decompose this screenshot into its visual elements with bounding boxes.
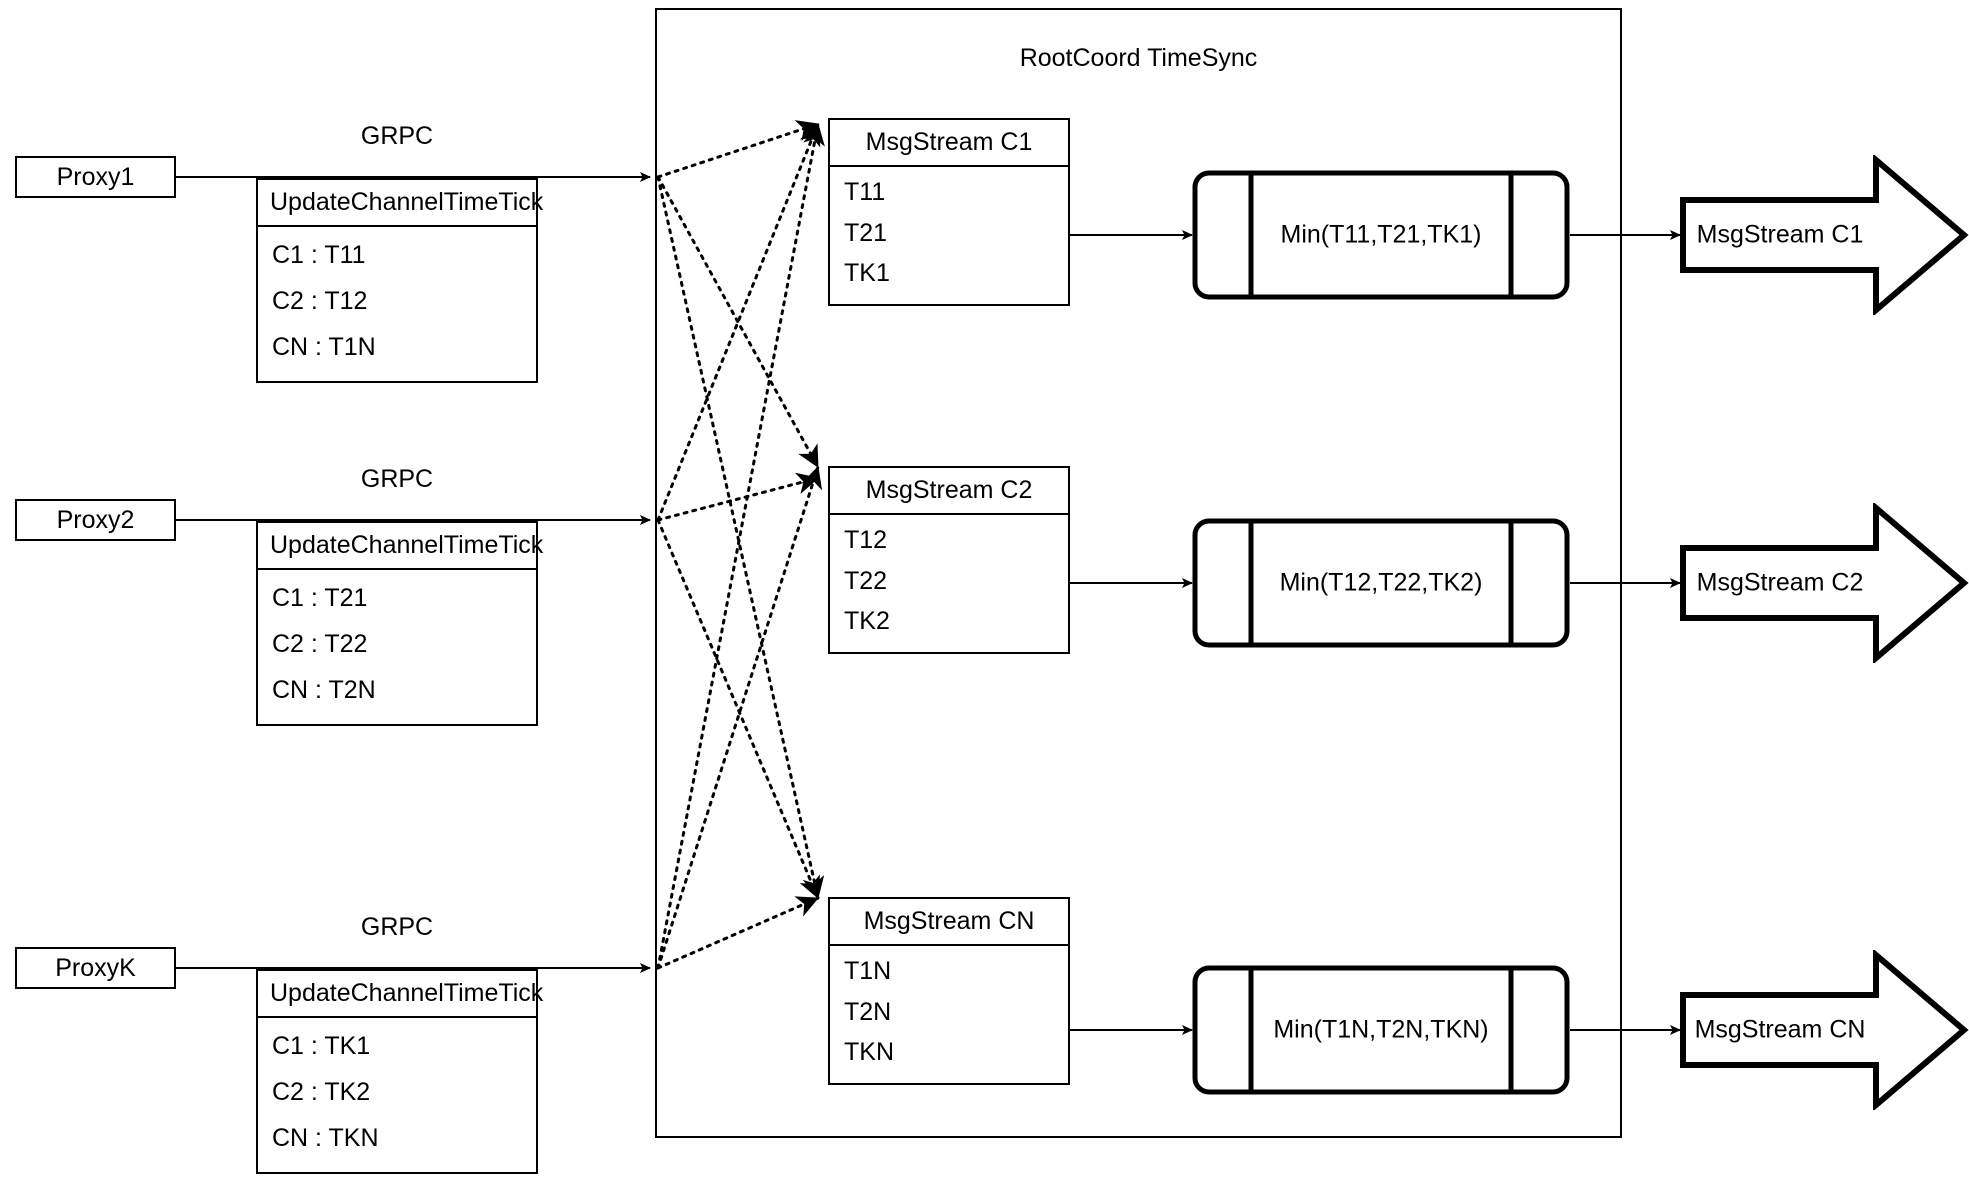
process-label: Min(T12,T22,TK2) <box>1279 568 1483 597</box>
request-header: UpdateChannelTimeTick <box>258 180 543 227</box>
request-entry: C2 : T22 <box>272 630 368 659</box>
msgstream-entry: T21 <box>844 218 888 247</box>
rootcoord-timesync-title: RootCoord TimeSync <box>1019 44 1258 72</box>
msgstream-body: T11 T21 TK1 <box>830 167 1068 304</box>
output-arrow-row-3: MsgStream CN <box>1680 948 1969 1112</box>
block-arrow-shape <box>1680 153 1969 317</box>
process-box-row-1: Min(T11,T21,TK1) <box>1192 170 1570 300</box>
msgstream-entry: T12 <box>844 526 888 555</box>
block-arrow-shape <box>1680 501 1969 665</box>
fanout-dotted-connectors <box>656 120 825 970</box>
output-label: MsgStream CN <box>1694 1015 1866 1044</box>
msgstream-entry: T1N <box>844 957 892 986</box>
edge-p2-c2 <box>656 472 820 522</box>
request-entry: CN : T1N <box>272 333 376 362</box>
msgstream-box-row-3: MsgStream CN T1N T2N TKN <box>828 897 1070 1085</box>
request-box-row-1: UpdateChannelTimeTick C1 : T11 C2 : T12 … <box>256 178 543 383</box>
request-header: UpdateChannelTimeTick <box>258 971 543 1018</box>
request-entry: C1 : T21 <box>272 584 368 613</box>
proxy-label: ProxyK <box>55 953 136 982</box>
msgstream-body: T12 T22 TK2 <box>830 515 1068 652</box>
proxy-box-row-2[interactable]: Proxy2 <box>15 499 176 541</box>
process-label: Min(T11,T21,TK1) <box>1280 220 1482 249</box>
request-box-row-3: UpdateChannelTimeTick C1 : TK1 C2 : TK2 … <box>256 969 543 1174</box>
output-label: MsgStream C1 <box>1696 220 1864 249</box>
request-body: C1 : T21 C2 : T22 CN : T2N <box>258 570 536 724</box>
output-arrow-row-2: MsgStream C2 <box>1680 501 1969 665</box>
msgstream-entry: TK2 <box>844 607 890 636</box>
request-body: C1 : TK1 C2 : TK2 CN : TKN <box>258 1018 536 1172</box>
process-shape <box>1192 170 1570 300</box>
edge-p2-c1 <box>656 122 821 522</box>
grpc-label-row-1: GRPC <box>360 122 434 150</box>
output-label: MsgStream C2 <box>1696 568 1864 597</box>
process-label: Min(T1N,T2N,TKN) <box>1273 1015 1489 1044</box>
msgstream-body: T1N T2N TKN <box>830 946 1068 1083</box>
grpc-label-row-2: GRPC <box>360 465 434 493</box>
process-box-row-2: Min(T12,T22,TK2) <box>1192 518 1570 648</box>
msgstream-entry: T2N <box>844 997 892 1026</box>
rootcoord-timesync-container <box>655 8 1622 1138</box>
msgstream-box-row-1: MsgStream C1 T11 T21 TK1 <box>828 118 1070 306</box>
proxy-box-row-1[interactable]: Proxy1 <box>15 156 176 198</box>
proxy-box-row-3[interactable]: ProxyK <box>15 947 176 989</box>
msgstream-entry: TKN <box>844 1038 894 1067</box>
edge-p2-cn <box>656 518 820 900</box>
msgstream-header: MsgStream CN <box>830 899 1068 946</box>
request-box-row-2: UpdateChannelTimeTick C1 : T21 C2 : T22 … <box>256 521 543 726</box>
msgstream-box-row-2: MsgStream C2 T12 T22 TK2 <box>828 466 1070 654</box>
edge-pk-c1 <box>656 122 825 970</box>
process-box-row-3: Min(T1N,T2N,TKN) <box>1192 965 1570 1095</box>
request-body: C1 : T11 C2 : T12 CN : T1N <box>258 227 536 381</box>
edge-pk-cn <box>656 896 820 970</box>
block-arrow-shape <box>1680 948 1969 1112</box>
process-shape <box>1192 965 1570 1095</box>
msgstream-entry: T11 <box>844 178 886 207</box>
edge-p1-cn <box>656 175 825 900</box>
request-entry: C1 : T11 <box>272 241 366 270</box>
edge-pk-c2 <box>656 465 823 970</box>
msgstream-header: MsgStream C1 <box>830 120 1068 167</box>
request-header: UpdateChannelTimeTick <box>258 523 543 570</box>
proxy-label: Proxy2 <box>56 505 135 534</box>
msgstream-entry: TK1 <box>844 259 890 288</box>
msgstream-header: MsgStream C2 <box>830 468 1068 515</box>
process-shape <box>1192 518 1570 648</box>
request-entry: CN : TKN <box>272 1124 379 1153</box>
request-entry: C1 : TK1 <box>272 1032 371 1061</box>
msgstream-entry: T22 <box>844 566 888 595</box>
request-entry: C2 : T12 <box>272 287 368 316</box>
grpc-label-row-3: GRPC <box>360 913 434 941</box>
edge-p1-c1 <box>656 120 820 179</box>
request-entry: C2 : TK2 <box>272 1078 371 1107</box>
output-arrow-row-1: MsgStream C1 <box>1680 153 1969 317</box>
proxy-label: Proxy1 <box>56 162 135 191</box>
request-entry: CN : T2N <box>272 676 376 705</box>
edge-p1-c2 <box>656 175 820 469</box>
